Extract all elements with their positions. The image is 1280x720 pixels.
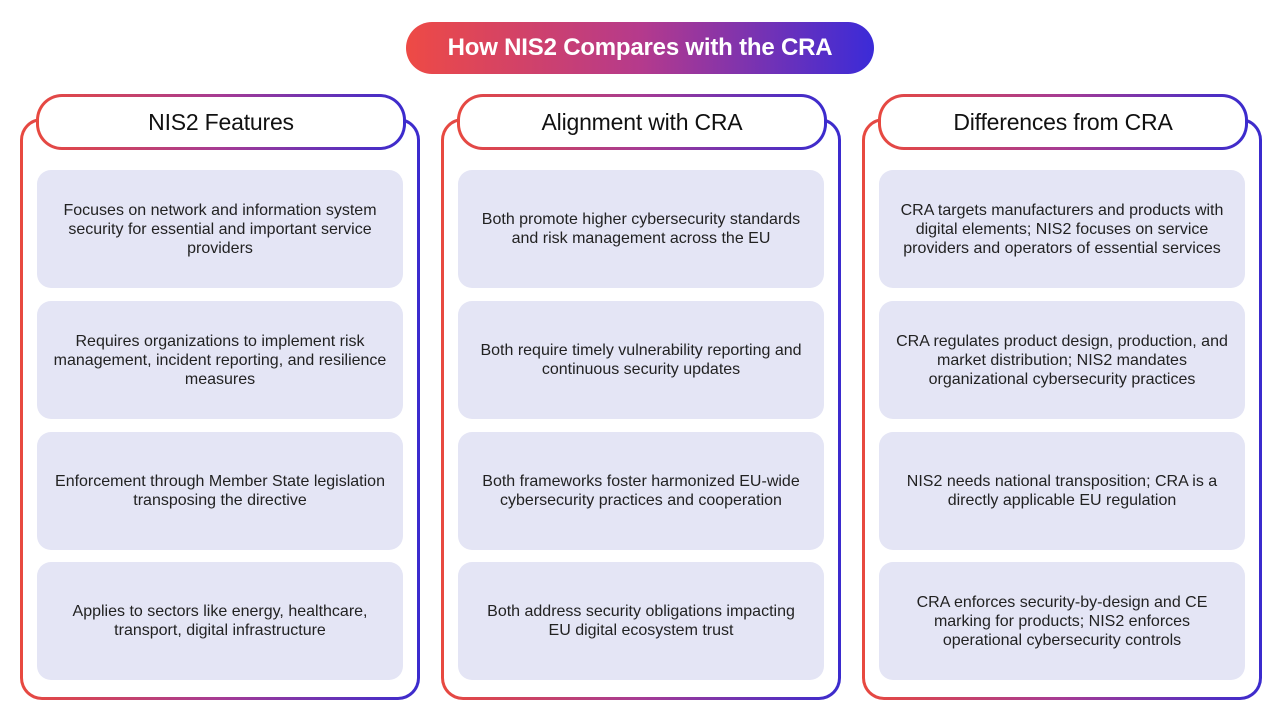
feature-card: Focuses on network and information syste… [37, 170, 403, 288]
alignment-card: Both address security obligations impact… [458, 562, 824, 680]
column-differences-from-cra: Differences from CRA CRA targets manufac… [862, 94, 1262, 700]
column-nis2-features: NIS2 Features Focuses on network and inf… [20, 94, 420, 700]
page-title: How NIS2 Compares with the CRA [406, 22, 874, 74]
alignment-card: Both frameworks foster harmonized EU-wid… [458, 432, 824, 550]
difference-card: CRA targets manufacturers and products w… [879, 170, 1245, 288]
feature-card: Applies to sectors like energy, healthca… [37, 562, 403, 680]
feature-card: Enforcement through Member State legisla… [37, 432, 403, 550]
column-header: Differences from CRA [878, 94, 1248, 150]
feature-card: Requires organizations to implement risk… [37, 301, 403, 419]
column-header: Alignment with CRA [457, 94, 827, 150]
difference-card: CRA regulates product design, production… [879, 301, 1245, 419]
column-alignment-with-cra: Alignment with CRA Both promote higher c… [441, 94, 841, 700]
alignment-card: Both require timely vulnerability report… [458, 301, 824, 419]
difference-card: CRA enforces security-by-design and CE m… [879, 562, 1245, 680]
difference-card: NIS2 needs national transposition; CRA i… [879, 432, 1245, 550]
alignment-card: Both promote higher cybersecurity standa… [458, 170, 824, 288]
column-header: NIS2 Features [36, 94, 406, 150]
